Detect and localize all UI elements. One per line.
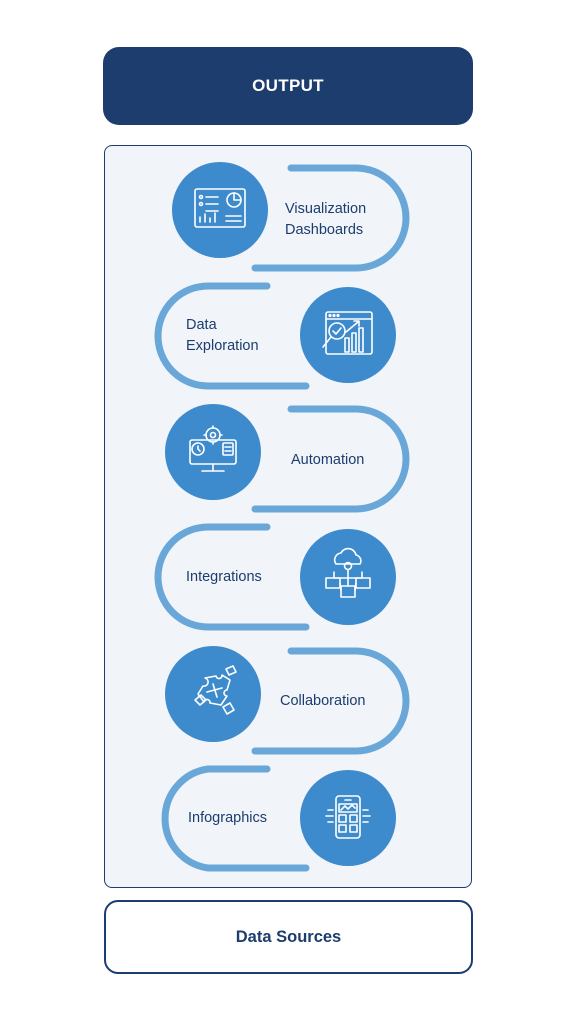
output-box: OUTPUT — [103, 47, 473, 125]
output-label: OUTPUT — [252, 76, 324, 95]
data-sources-label: Data Sources — [235, 927, 342, 946]
step-label-integrations: Integrations — [186, 569, 262, 585]
step-label-infographics: Infographics — [188, 810, 267, 826]
step-label-data-exploration: Data Exploration — [186, 317, 259, 354]
step-label-automation: Automation — [291, 452, 365, 468]
step-label-collaboration: Collaboration — [280, 693, 366, 709]
data-sources-box: Data Sources — [104, 900, 473, 974]
process-panel — [104, 145, 472, 888]
step-label-visualization-dashboards: Visualization Dashboards — [285, 201, 367, 238]
